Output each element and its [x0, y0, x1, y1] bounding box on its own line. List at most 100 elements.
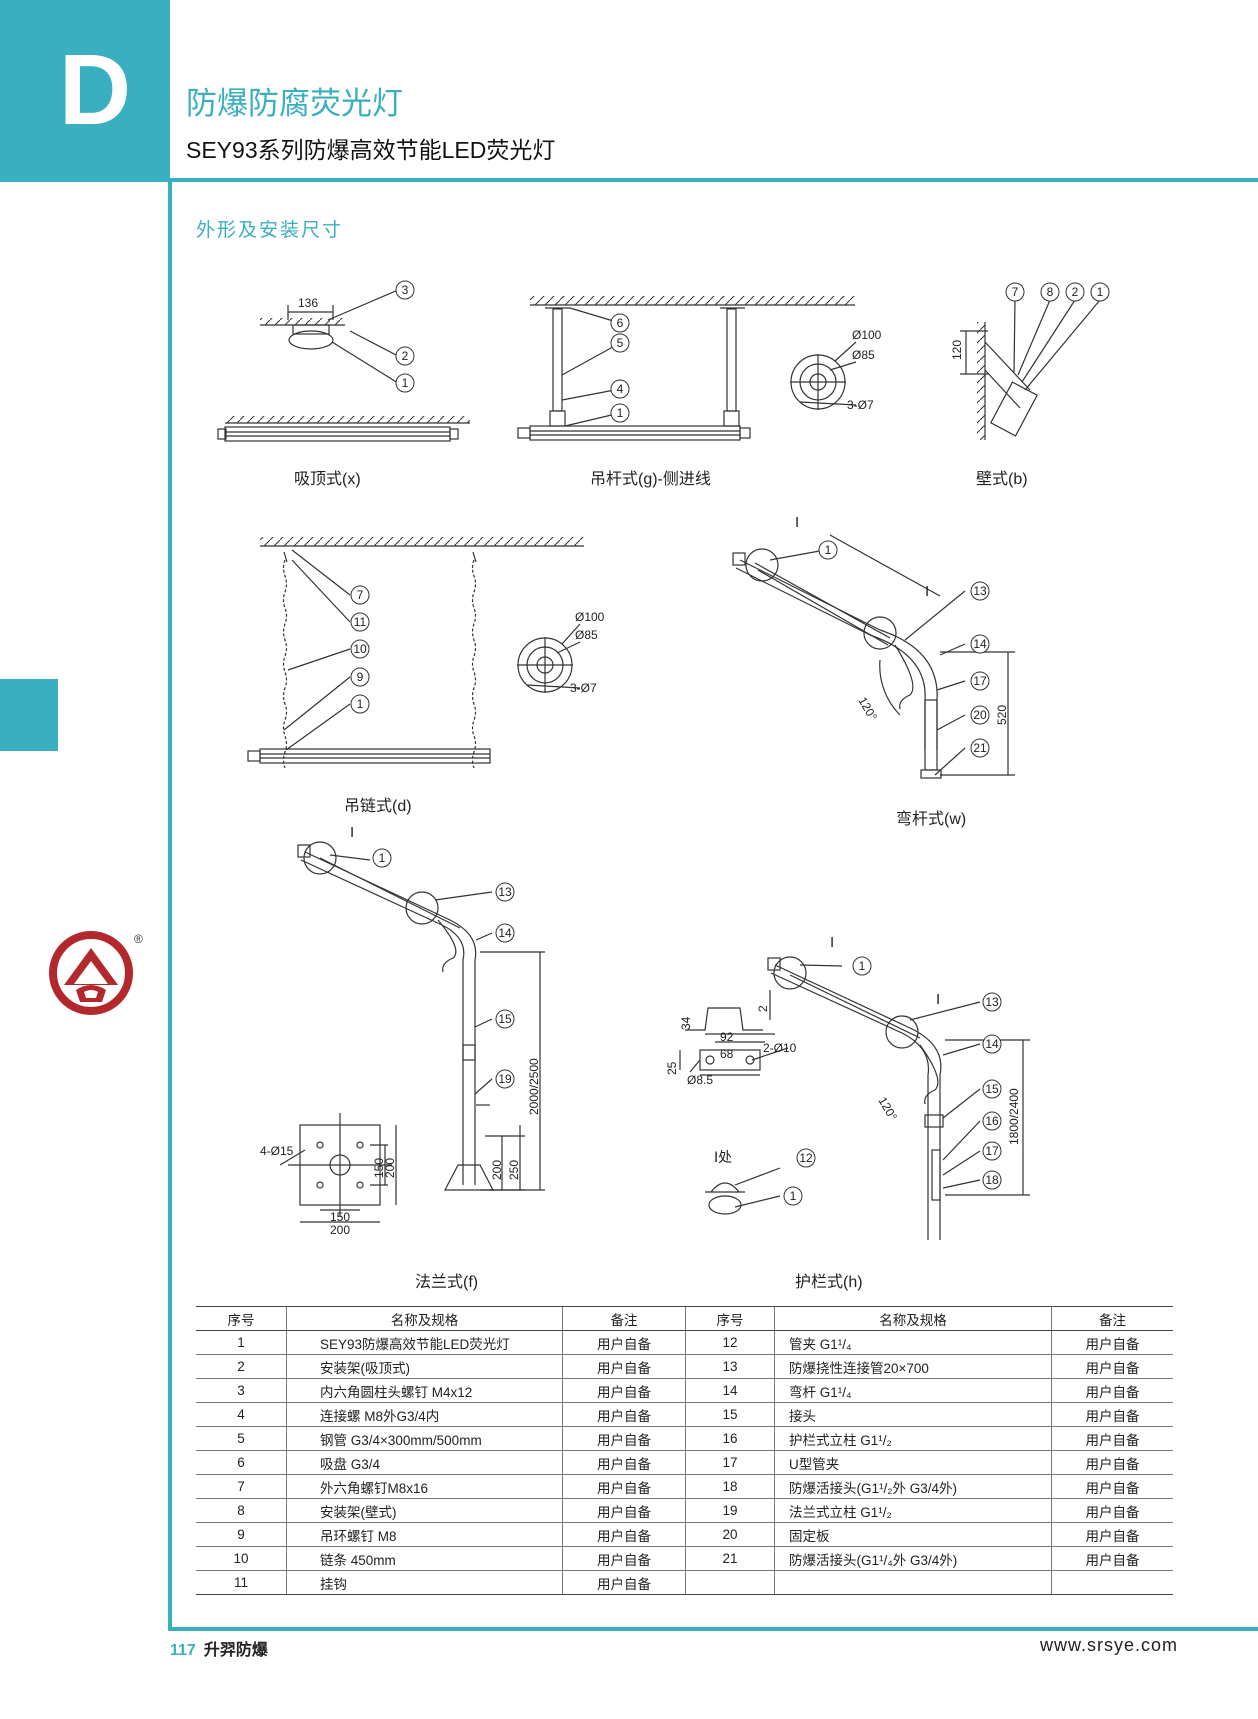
table-cell: 弯杆 G1¹/₄ [774, 1378, 1052, 1403]
footer-rule [168, 1627, 1258, 1631]
table-cell: 6 [196, 1450, 287, 1475]
table-cell: 接头 [774, 1402, 1052, 1427]
detail-mark: I [350, 824, 354, 841]
table-cell: 用户自备 [1051, 1378, 1173, 1403]
svg-text:1: 1 [1097, 285, 1104, 299]
col-header: 序号 [196, 1306, 287, 1331]
col-header: 名称及规格 [286, 1306, 563, 1331]
table-cell: 用户自备 [562, 1426, 686, 1451]
table-cell: 5 [196, 1426, 287, 1451]
svg-text:13: 13 [985, 995, 999, 1009]
table-cell: 9 [196, 1522, 287, 1547]
svg-text:6: 6 [617, 316, 624, 330]
dim-200-h: 200 [330, 1223, 350, 1237]
dim-25: 25 [665, 1061, 679, 1075]
header-rule [170, 178, 1258, 182]
angle-120: 120° [855, 695, 880, 724]
table-cell: 用户自备 [562, 1330, 686, 1355]
dim-34: 34 [679, 1016, 693, 1030]
table-cell: 用户自备 [562, 1570, 686, 1595]
dim-85-d: Ø85 [575, 628, 598, 642]
company-logo-icon [49, 931, 133, 1015]
table-cell: 用户自备 [1051, 1354, 1173, 1379]
table-cell: 8 [196, 1498, 287, 1523]
caption-wall: 壁式(b) [976, 471, 1028, 488]
table-cell: 19 [685, 1498, 775, 1523]
table-cell: 内六角圆柱头螺钉 M4x12 [286, 1378, 563, 1403]
table-cell: 用户自备 [1051, 1450, 1173, 1475]
dim-2: 2 [756, 1005, 770, 1012]
svg-text:17: 17 [985, 1144, 999, 1158]
table-cell: 法兰式立柱 G1¹/₂ [774, 1498, 1052, 1523]
col-header: 序号 [685, 1306, 775, 1331]
angle-120-h: 120° [875, 1095, 900, 1124]
table-header-row: 序号 名称及规格 备注 序号 名称及规格 备注 [196, 1306, 1173, 1331]
dim-150-h: 150 [330, 1210, 350, 1224]
table-cell: 用户自备 [562, 1354, 686, 1379]
svg-text:9: 9 [357, 670, 364, 684]
page-title: 防爆防腐荧光灯 [186, 86, 403, 121]
table-cell: 吸盘 G3/4 [286, 1450, 563, 1475]
table-cell: 用户自备 [562, 1402, 686, 1427]
detail-mark: I [936, 991, 940, 1008]
svg-text:12: 12 [799, 1151, 813, 1165]
caption-rail: 护栏式(h) [795, 1274, 863, 1291]
table-cell: 用户自备 [562, 1450, 686, 1475]
col-header: 名称及规格 [774, 1306, 1052, 1331]
detail-mark: I [830, 934, 834, 951]
table-cell: 用户自备 [1051, 1522, 1173, 1547]
website: www.srsye.com [1039, 1635, 1178, 1655]
dim-2-10: 2-Ø10 [763, 1041, 797, 1055]
table-cell: 用户自备 [562, 1498, 686, 1523]
table-cell: 用户自备 [562, 1546, 686, 1571]
caption-detail: Ⅰ处 [714, 1149, 733, 1165]
table-cell: 14 [685, 1378, 775, 1403]
bent-rod-diagram [732, 534, 1015, 779]
table-cell: 17 [685, 1450, 775, 1475]
svg-text:7: 7 [357, 588, 364, 602]
table-cell: 固定板 [774, 1522, 1052, 1547]
table-cell: 13 [685, 1354, 775, 1379]
svg-text:19: 19 [498, 1072, 512, 1086]
table-cell: 用户自备 [1051, 1426, 1173, 1451]
wall-mount-diagram [960, 299, 1101, 440]
dim-3-7: 3-Ø7 [847, 398, 874, 412]
svg-text:1: 1 [859, 959, 866, 973]
table-cell: 3 [196, 1378, 287, 1403]
flange-post-diagram [279, 841, 545, 1223]
table-cell [1051, 1570, 1173, 1595]
dim-4-15: 4-Ø15 [260, 1144, 294, 1158]
dim-136: 136 [298, 296, 318, 310]
table-cell: 21 [685, 1546, 775, 1571]
table-cell: 2 [196, 1354, 287, 1379]
svg-text:10: 10 [353, 642, 367, 656]
dim-68: 68 [720, 1047, 734, 1061]
svg-text:14: 14 [498, 926, 512, 940]
svg-text:1: 1 [379, 851, 386, 865]
table-cell [774, 1570, 1052, 1595]
dim-100: Ø100 [852, 328, 882, 342]
col-header: 备注 [562, 1306, 686, 1331]
svg-text:16: 16 [985, 1114, 999, 1128]
table-cell: 20 [685, 1522, 775, 1547]
svg-text:2: 2 [1072, 285, 1079, 299]
svg-text:17: 17 [973, 674, 987, 688]
table-cell: 用户自备 [562, 1474, 686, 1499]
table-cell: 18 [685, 1474, 775, 1499]
table-cell: 用户自备 [562, 1522, 686, 1547]
dim-92: 92 [720, 1030, 734, 1044]
dim-2000: 2000/2500 [527, 1058, 541, 1115]
caption-ceiling: 吸顶式(x) [294, 471, 361, 488]
svg-text:20: 20 [973, 708, 987, 722]
